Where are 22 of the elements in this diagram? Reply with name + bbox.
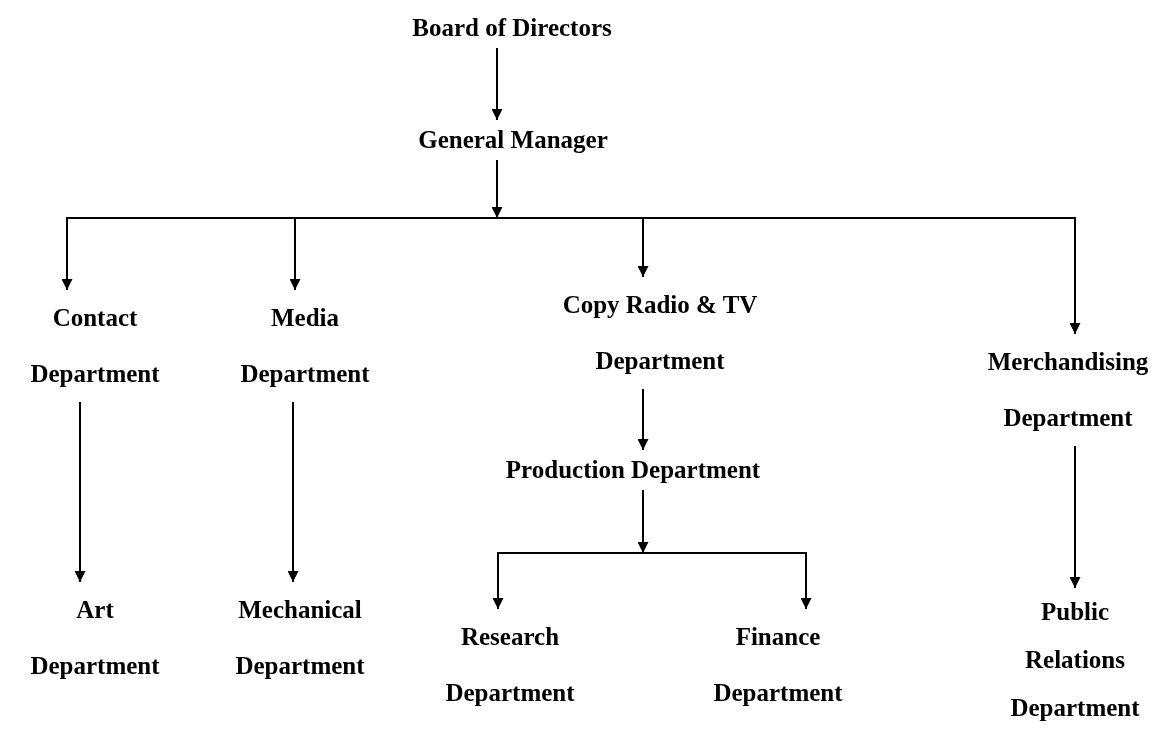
org-unit-label: Board of Directors: [352, 8, 672, 48]
org-unit-label: Production Department: [463, 450, 803, 490]
arrow: [491, 47, 503, 121]
org-unit-label: Art Department: [10, 582, 180, 694]
org-unit-label: Finance Department: [693, 609, 863, 721]
org-unit-label: Copy Radio & TV Department: [535, 277, 785, 389]
arrow: [637, 388, 649, 451]
arrow: [74, 401, 86, 583]
org-unit-label: Mechanical Department: [210, 582, 390, 694]
org-unit-label: Merchandising Department: [968, 334, 1163, 446]
org-unit-label: Contact Department: [10, 290, 180, 402]
arrow: [491, 159, 503, 219]
arrow: [287, 401, 299, 583]
org-unit-label: Public Relations Department: [990, 588, 1160, 732]
org-unit-label: Media Department: [220, 290, 390, 402]
org-unit-label: Research Department: [425, 609, 595, 721]
org-unit-label: General Manager: [353, 120, 673, 160]
arrow: [642, 552, 812, 610]
arrow: [289, 217, 498, 291]
arrow: [1069, 445, 1081, 589]
arrow: [637, 489, 649, 554]
arrow: [492, 552, 644, 610]
